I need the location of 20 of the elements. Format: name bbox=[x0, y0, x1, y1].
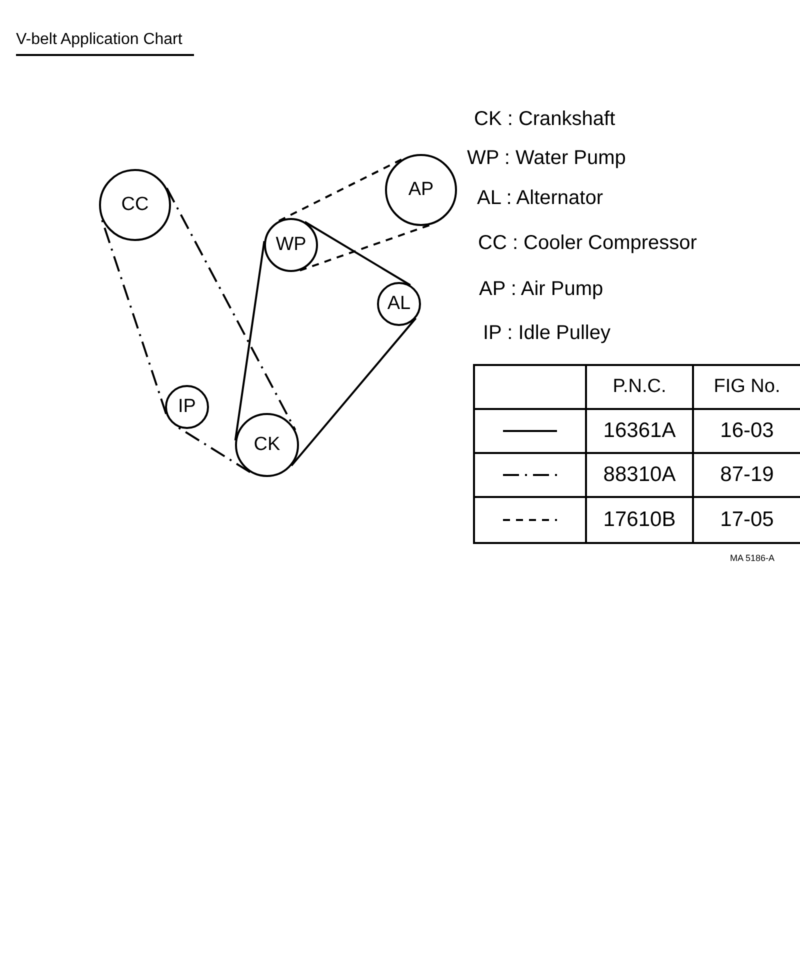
belt-line bbox=[166, 188, 296, 430]
title: V-belt Application Chart bbox=[16, 28, 194, 56]
abbreviation-key: AP : Air Pump bbox=[479, 274, 604, 304]
figure-number: 17-05 bbox=[719, 507, 775, 534]
abbreviation-key: CK : Crankshaft bbox=[474, 104, 616, 134]
drawing-code: MA 5186-A bbox=[730, 552, 775, 565]
belt-line bbox=[290, 318, 417, 466]
figure-number: 16-03 bbox=[694, 410, 800, 454]
abbreviation-key: WP : Water Pump bbox=[467, 143, 626, 173]
belt-line bbox=[234, 240, 266, 441]
belt-line bbox=[304, 221, 411, 286]
part-number: 16361A bbox=[587, 410, 694, 454]
part-number: 88310A bbox=[587, 454, 694, 498]
abbreviation-key: CC : Cooler Compressor bbox=[478, 228, 697, 258]
part-number: 17610B bbox=[587, 498, 694, 542]
figure-number: 87-19 bbox=[694, 454, 800, 498]
table-header: P.N.C. bbox=[587, 366, 694, 410]
abbreviation-key: IP : Idle Pulley bbox=[483, 318, 610, 348]
abbreviation-key: AL : Alternator bbox=[477, 183, 603, 213]
table-header: FIG No. bbox=[694, 366, 800, 410]
